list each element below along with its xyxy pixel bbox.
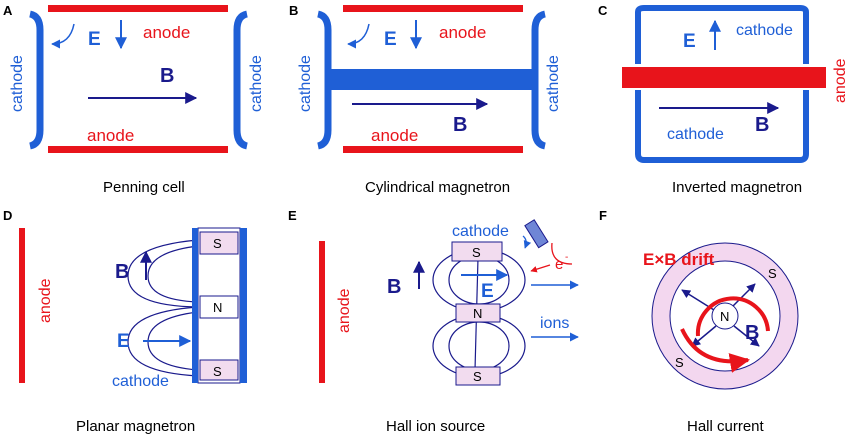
panel-a-anode-top: [48, 5, 228, 12]
panel-f-ring-top-label: S: [768, 266, 777, 281]
panel-b-cathode-left-label: cathode: [297, 55, 314, 112]
panel-b-cathode-left: [317, 10, 332, 150]
panel-a-anode-bottom: [48, 146, 228, 153]
panel-f: F N S S B E×B drift Hall current: [599, 208, 799, 435]
panel-e-b-label: B: [387, 276, 401, 298]
panel-e-electron-label: e: [555, 256, 563, 273]
panel-e-pole-top-label: S: [472, 245, 481, 260]
panel-c-caption: Inverted magnetron: [672, 179, 802, 196]
panel-f-radial-arrow: [732, 283, 756, 307]
panel-d-field-line: [127, 306, 199, 377]
panel-d-e-label: E: [117, 331, 130, 352]
panel-f-letter: F: [599, 208, 607, 223]
panel-d-field-line: [127, 239, 199, 308]
panel-c-anode-bar: [622, 67, 826, 88]
panel-b-anode-top-label: anode: [439, 23, 486, 42]
panel-b-letter: B: [289, 3, 298, 18]
panel-c: C anode cathode cathode E B Inverted mag…: [598, 3, 849, 196]
panel-d-caption: Planar magnetron: [76, 418, 195, 435]
panel-b-anode-top: [343, 5, 523, 12]
panel-a-cathode-left: [29, 10, 44, 150]
panel-d-pole-bottom: [199, 359, 239, 381]
panel-f-drift-arc-lower: [680, 328, 750, 373]
panel-e-field-line: [448, 255, 510, 305]
panel-b-cathode-right: [531, 10, 546, 150]
panel-d-field-line: [147, 245, 199, 303]
panel-c-cathode-bottom: [635, 90, 809, 163]
panel-a-cathode-left-label: cathode: [9, 55, 26, 112]
panel-e-pole-top: [451, 241, 503, 262]
panel-e-letter: E: [288, 208, 297, 223]
panel-e-anode-bar: [319, 241, 325, 383]
panel-e-pole-mid: [455, 303, 501, 323]
panel-f-caption: Hall current: [687, 418, 765, 435]
panel-a-b-label: B: [160, 65, 174, 87]
panel-d-pole-mid: [199, 295, 239, 319]
panel-d-pole-bottom-label: S: [213, 364, 222, 379]
panel-c-e-label: E: [683, 31, 696, 52]
panel-b-b-label: B: [453, 114, 467, 136]
panel-a-cathode-right: [233, 10, 248, 150]
panel-f-center-pole: [711, 302, 739, 330]
panel-f-radial-arrow: [733, 325, 760, 347]
panel-f-ring-bottom-label: S: [675, 355, 684, 370]
panel-e-anode-label: anode: [336, 288, 353, 333]
panel-a-e-label: E: [88, 29, 101, 50]
panel-b-cathode-rod: [328, 69, 535, 90]
panel-b-cathode-right-label: cathode: [545, 55, 562, 112]
panel-e-pole-mid-label: N: [473, 306, 482, 321]
panel-e: E anode S N S B E cathode e - ions Hall …: [288, 208, 579, 435]
panel-e-cathode-label: cathode: [452, 223, 509, 240]
panel-c-letter: C: [598, 3, 608, 18]
panel-e-cathode-pointer: [522, 235, 532, 249]
panel-d-cathode-plate: [240, 228, 247, 383]
panel-a-anode-top-label: anode: [143, 23, 190, 42]
panel-f-drift-label: E×B drift: [643, 250, 715, 269]
panel-e-electron-path: [551, 242, 573, 265]
panel-d-cathode-edge: [192, 228, 198, 383]
panel-b-e-label: E: [384, 29, 397, 50]
panel-a-electron-arrow: [51, 23, 75, 49]
panel-b-caption: Cylindrical magnetron: [365, 179, 510, 196]
panel-d: D anode S N S B E cathode Planar magnetr…: [3, 208, 247, 435]
panel-c-cathode-bottom-label: cathode: [667, 126, 724, 143]
panel-d-pole-top: [199, 231, 239, 255]
panel-e-electron-sup: -: [565, 252, 568, 263]
panel-d-anode-label: anode: [37, 278, 54, 323]
panel-a-letter: A: [3, 3, 13, 18]
panel-d-letter: D: [3, 208, 12, 223]
panel-e-field-line: [448, 321, 510, 371]
panel-b-anode-bottom: [343, 146, 523, 153]
panel-a: A cathode cathode anode anode E B Pennin…: [3, 3, 265, 196]
panel-c-cathode-top-label: cathode: [736, 22, 793, 39]
panel-b: B cathode cathode anode anode E B Cylind…: [289, 3, 562, 196]
panel-f-center-label: N: [720, 309, 729, 324]
panel-a-cathode-right-label: cathode: [248, 55, 265, 112]
panel-d-pole-mid-label: N: [213, 300, 222, 315]
panel-d-cathode-label: cathode: [112, 373, 169, 390]
panel-e-pole-bottom-label: S: [473, 369, 482, 384]
panel-a-caption: Penning cell: [103, 179, 185, 196]
panel-c-b-label: B: [755, 114, 769, 136]
panel-c-cathode-top: [635, 5, 809, 64]
panel-b-electron-arrow: [347, 23, 370, 49]
panel-d-pole-top-label: S: [213, 236, 222, 251]
panel-e-ions-label: ions: [540, 315, 569, 332]
panel-c-anode-label: anode: [832, 58, 849, 103]
panel-a-anode-bottom-label: anode: [87, 126, 134, 145]
panel-d-b-label: B: [115, 261, 129, 283]
panel-f-radial-arrow: [691, 325, 717, 347]
panel-b-anode-bottom-label: anode: [371, 126, 418, 145]
panel-f-drift-arc-upper: [695, 296, 770, 337]
panel-e-cathode-emitter: [524, 219, 549, 249]
panel-d-anode-bar: [19, 228, 25, 383]
panel-e-electron-arrow: [530, 264, 551, 273]
panel-e-pole-bottom: [455, 366, 501, 386]
panel-f-b-label: B: [745, 322, 759, 344]
panel-e-caption: Hall ion source: [386, 418, 485, 435]
panel-e-e-label: E: [481, 281, 494, 302]
